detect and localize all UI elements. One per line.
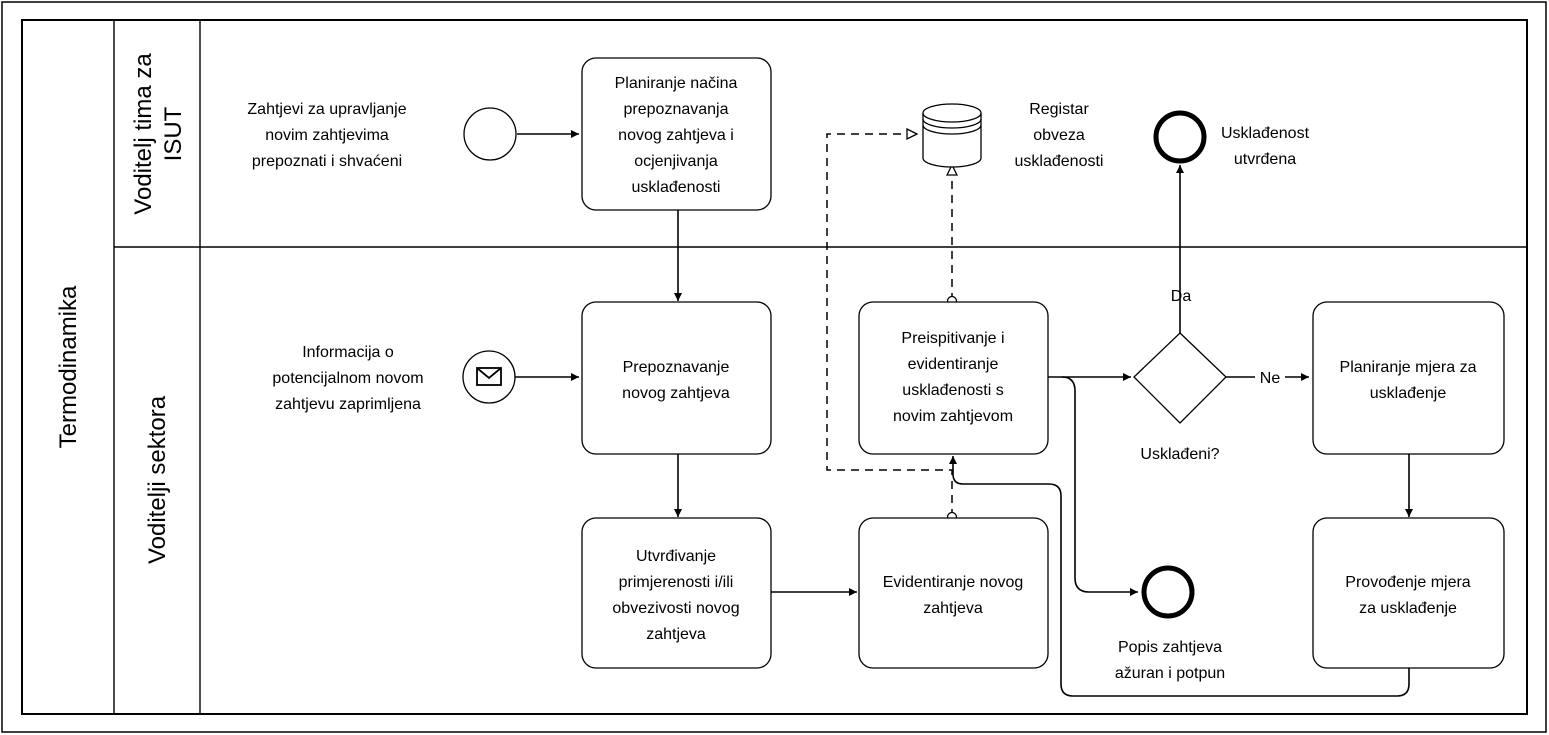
- start-event-label: Zahtjevi za upravljanje novim zahtjevima…: [247, 101, 406, 170]
- message-start-label: Informacija o potencijalnom novom zahtje…: [272, 344, 423, 413]
- end-event-top-label: Usklađenost utvrđena: [1221, 125, 1310, 168]
- task-label-line: primjerenosti i/ili: [619, 574, 734, 591]
- task-provodenje[interactable]: Provođenje mjera za usklađenje: [1312, 517, 1505, 669]
- task-prepoznavanje[interactable]: Prepoznavanje novog zahtjeva: [581, 301, 772, 455]
- end-top-label-line1: Usklađenost: [1221, 125, 1310, 142]
- lane-label-top: Voditelj tima za ISUT: [130, 53, 187, 215]
- pool-label: Termodinamika: [55, 285, 82, 448]
- pool-frame: [21, 19, 1528, 715]
- end-bottom-label-line2: ažuran i potpun: [1115, 665, 1225, 682]
- task-planiranje-nacina[interactable]: Planiranje načina prepoznavanja novog za…: [581, 57, 772, 211]
- end-top-label-line2: utvrđena: [1234, 151, 1296, 168]
- task-evidentiranje[interactable]: Evidentiranje novog zahtjeva: [858, 517, 1049, 669]
- datastore-label-line1: Registar: [1029, 101, 1089, 118]
- task-label-line: Utvrđivanje: [636, 548, 716, 565]
- start-event[interactable]: [463, 107, 517, 161]
- task-label-line: obvezivosti novog: [612, 600, 739, 617]
- task-label-line: usklađenje: [1370, 385, 1447, 402]
- end-event-top[interactable]: [1153, 110, 1207, 164]
- task-label-line: zahtjeva: [646, 626, 706, 643]
- task-preispitivanje[interactable]: Preispitivanje i evidentiranje usklađeno…: [858, 301, 1049, 455]
- lane-label-top-line2: ISUT: [160, 106, 187, 161]
- datastore-icon[interactable]: [922, 103, 982, 168]
- task-label-line: Prepoznavanje: [623, 359, 730, 376]
- task-label-line: za usklađenje: [1359, 600, 1457, 617]
- envelope-icon: [476, 367, 502, 386]
- task-label-line: Planiranje načina: [615, 75, 738, 92]
- task-label-line: Planiranje mjera za: [1340, 359, 1477, 376]
- datastore-label-line3: usklađenosti: [1015, 153, 1104, 170]
- message-label-line2: potencijalnom novom: [272, 370, 423, 387]
- lane-label-bottom: Voditelji sektora: [144, 395, 171, 564]
- datastore-label: Registar obveza usklađenosti: [1015, 101, 1104, 170]
- task-label-line: novim zahtjevom: [893, 408, 1013, 425]
- task-label-line: zahtjeva: [923, 600, 983, 617]
- assoc-evidentiranje-to-registar: [826, 134, 953, 517]
- gateway-label: Usklađeni?: [1140, 446, 1219, 463]
- task-label-line: ocjenjivanja: [634, 153, 718, 170]
- task-label-line: usklađenosti: [632, 179, 721, 196]
- task-label-line: Provođenje mjera: [1345, 574, 1471, 591]
- start-label-line2: novim zahtjevima: [265, 127, 389, 144]
- message-label-line3: zahtjevu zaprimljena: [275, 396, 421, 413]
- start-label-line3: prepoznati i shvaćeni: [252, 153, 402, 170]
- task-planiranje-mjera[interactable]: Planiranje mjera za usklađenje: [1312, 301, 1505, 455]
- message-label-line1: Informacija o: [302, 344, 394, 361]
- task-label-line: prepoznavanja: [624, 101, 729, 118]
- task-utvrdivanje[interactable]: Utvrđivanje primjerenosti i/ili obvezivo…: [581, 517, 772, 669]
- task-label-line: novog zahtjeva i: [618, 127, 734, 144]
- flow-provodenje-loop-to-preispitivanje: [949, 456, 1410, 697]
- flow-preispitivanje-to-end: [1061, 376, 1138, 596]
- task-label-line: Evidentiranje novog: [883, 574, 1024, 591]
- lane-label-top-line1: Voditelj tima za: [130, 53, 157, 215]
- task-label-line: evidentiranje: [908, 356, 999, 373]
- datastore-label-line2: obveza: [1033, 127, 1085, 144]
- end-event-bottom-label: Popis zahtjeva ažuran i potpun: [1115, 639, 1225, 682]
- task-label-line: Preispitivanje i: [901, 330, 1004, 347]
- gateway-yes-label: Da: [1171, 288, 1192, 305]
- end-event-bottom[interactable]: [1141, 565, 1195, 619]
- start-label-line1: Zahtjevi za upravljanje: [247, 101, 406, 118]
- task-label-line: novog zahtjeva: [622, 385, 730, 402]
- exclusive-gateway[interactable]: [1133, 332, 1227, 424]
- end-bottom-label-line1: Popis zahtjeva: [1118, 639, 1222, 656]
- gateway-no-label: Ne: [1260, 370, 1281, 387]
- task-label-line: usklađenosti s: [902, 382, 1003, 399]
